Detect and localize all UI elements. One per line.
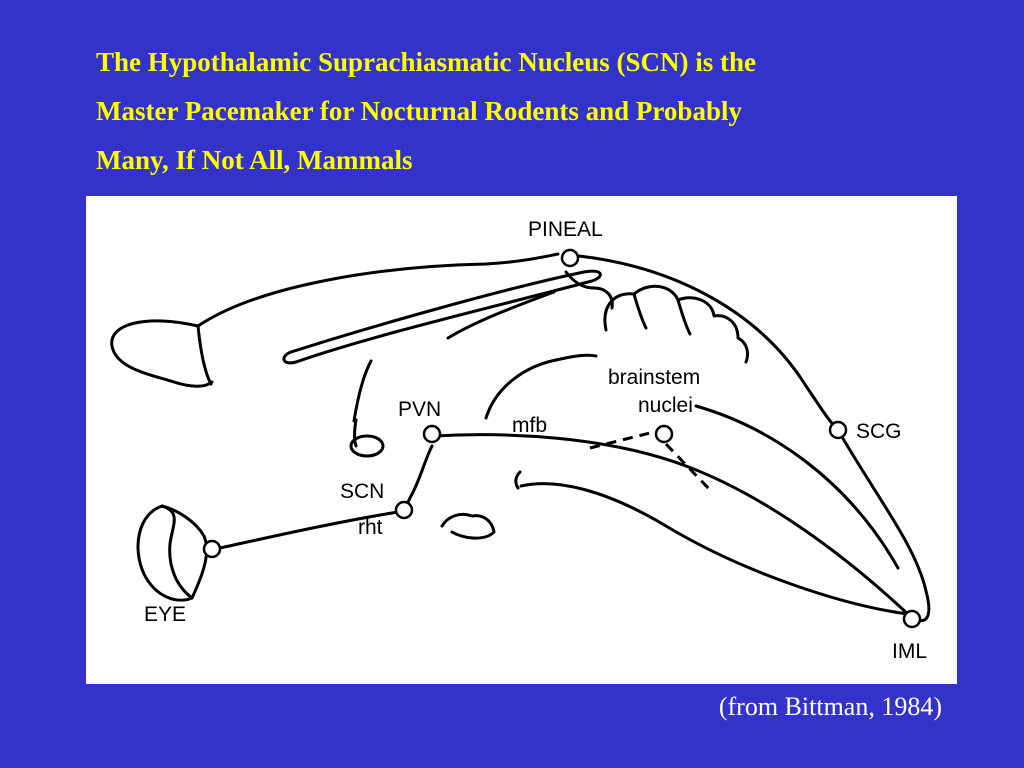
eye-node (202, 539, 222, 559)
label-brainstem: brainstem (608, 366, 700, 389)
pvn-scn-connection (402, 444, 434, 512)
brainstem-dashed-projection-2 (664, 442, 714, 494)
brainstem-ventral (514, 470, 522, 490)
diagram-panel: PINEAL brainstem nuclei PVN mfb SCG SCN … (86, 196, 957, 684)
cerebellum-inner (632, 292, 692, 336)
scg-node (828, 420, 848, 440)
scn-node (394, 500, 414, 520)
cerebellum-folia (603, 284, 750, 364)
title-line-1: The Hypothalamic Suprachiasmatic Nucleus… (96, 47, 757, 77)
brainstem-node (654, 424, 674, 444)
citation: (from Bittman, 1984) (718, 692, 942, 721)
thalamus-contour (484, 353, 598, 420)
eye-outline (136, 504, 194, 602)
pvn-mfb-pathway (432, 433, 912, 618)
title-line-3: Many, If Not All, Mammals (96, 145, 413, 175)
retinohypothalamic-tract (218, 510, 400, 550)
eye-lens (160, 504, 209, 600)
pineal-scg-pathway (577, 254, 840, 432)
pvn-node (422, 424, 442, 444)
label-pineal: PINEAL (528, 218, 603, 241)
spinal-cord-inner (694, 404, 900, 570)
hypothalamus-contour (440, 512, 496, 540)
label-nuclei: nuclei (638, 394, 693, 417)
brain-circuit-diagram: PINEAL brainstem nuclei PVN mfb SCG SCN … (110, 218, 931, 663)
thalamus-lower-contour (352, 359, 373, 423)
label-pvn: PVN (398, 398, 441, 421)
cortex-outline (196, 252, 560, 328)
iml-node (902, 609, 922, 629)
brainstem-lower-outline (519, 482, 910, 616)
pineal-recess (564, 270, 614, 310)
label-iml: IML (892, 640, 927, 663)
label-mfb: mfb (512, 414, 547, 437)
scg-iml-pathway (836, 428, 931, 623)
label-scg: SCG (856, 420, 902, 443)
corpus-callosum (282, 269, 602, 365)
scn-oval (349, 434, 385, 458)
brainstem-dashed-projection-1 (589, 430, 655, 450)
title-line-2: Master Pacemaker for Nocturnal Rodents a… (96, 96, 742, 126)
hippocampal-arch (446, 290, 556, 340)
label-scn: SCN (340, 480, 384, 503)
cortex-sulcus (196, 324, 213, 386)
pineal-node (560, 248, 580, 268)
fornix-contour (353, 418, 358, 448)
label-rht: rht (358, 516, 383, 539)
olfactory-bulb-outline (110, 319, 214, 388)
label-eye: EYE (144, 603, 186, 626)
slide-title: The Hypothalamic Suprachiasmatic Nucleus… (96, 30, 976, 192)
